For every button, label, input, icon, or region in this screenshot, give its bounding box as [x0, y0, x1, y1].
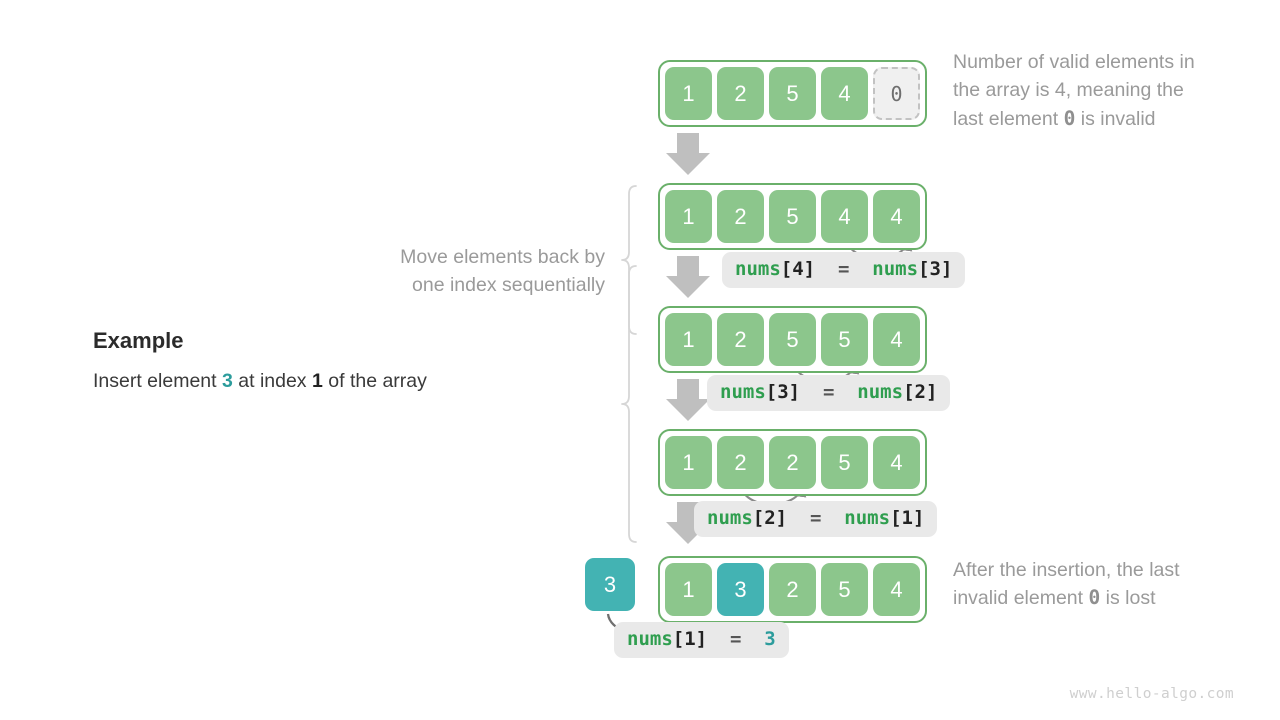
watermark: www.hello-algo.com	[1069, 686, 1234, 702]
example-prefix: Insert element	[93, 370, 222, 392]
note-bottom: After the insertion, the last invalid el…	[953, 556, 1265, 613]
code-rhs-var: nums	[872, 258, 919, 280]
array-cell: 2	[769, 436, 816, 489]
example-description: Insert element 3 at index 1 of the array	[93, 370, 427, 393]
note-top-line3-post: is invalid	[1075, 107, 1156, 130]
code-lhs-var: nums	[735, 258, 781, 280]
note-top: Number of valid elements in the array is…	[953, 48, 1263, 133]
array-cell: 4	[873, 436, 920, 489]
grouping-brace-icon	[621, 185, 637, 543]
array-cell: 2	[717, 190, 764, 243]
code-lhs-index: [2]	[752, 507, 788, 529]
array-cell: 4	[821, 190, 868, 243]
example-value: 3	[221, 370, 233, 392]
array-cell: 4	[873, 190, 920, 243]
note-top-line2: the array is 4, meaning the	[953, 79, 1184, 102]
code-operator: =	[707, 628, 765, 650]
note-bottom-mono-zero: 0	[1088, 586, 1101, 610]
example-index: 1	[311, 370, 323, 392]
code-nums4-eq-nums3: nums[4] = nums[3]	[722, 252, 966, 288]
array-cell: 4	[873, 563, 920, 616]
code-rhs-index: [3]	[918, 258, 953, 280]
array-cell: 5	[769, 190, 816, 243]
note-bottom-line2: invalid element 0 is lost	[953, 584, 1265, 612]
code-operator: =	[787, 507, 845, 529]
code-nums1-eq-3: nums[1] = 3	[614, 622, 789, 658]
code-lhs-var: nums	[720, 381, 766, 403]
brace-label-line2: one index sequentially	[412, 274, 605, 297]
array-cell: 1	[665, 190, 712, 243]
note-top-line3-pre: last element	[953, 107, 1064, 130]
array-cell: 4	[821, 67, 868, 120]
code-nums3-eq-nums2: nums[3] = nums[2]	[707, 375, 951, 411]
array-cell: 3	[717, 563, 764, 616]
array-cell: 1	[665, 436, 712, 489]
note-bottom-line2-post: is lost	[1100, 587, 1156, 610]
code-lhs-var: nums	[707, 507, 753, 529]
code-rhs-index: [2]	[903, 381, 938, 403]
array-cell: 5	[821, 313, 868, 366]
code-rhs-literal: 3	[764, 628, 776, 650]
note-top-mono-zero: 0	[1063, 106, 1076, 130]
array-cell: 1	[665, 313, 712, 366]
array-cell: 0	[873, 67, 920, 120]
code-operator: =	[800, 381, 858, 403]
array-cell: 5	[769, 313, 816, 366]
insert-value-box: 3	[585, 558, 635, 611]
example-suffix: of the array	[322, 370, 427, 392]
code-rhs-index: [1]	[890, 507, 925, 529]
brace-label-line1: Move elements back by	[400, 246, 605, 268]
array-cell: 1	[665, 67, 712, 120]
example-heading: Example	[93, 328, 184, 353]
array-cell: 2	[769, 563, 816, 616]
array-cell: 1	[665, 563, 712, 616]
code-lhs-index: [4]	[780, 258, 816, 280]
array-cell: 2	[717, 67, 764, 120]
code-operator: =	[815, 258, 873, 280]
code-nums2-eq-nums1: nums[2] = nums[1]	[694, 501, 938, 537]
note-bottom-line1: After the insertion, the last	[953, 559, 1180, 581]
array-cell: 2	[717, 313, 764, 366]
code-lhs-var: nums	[627, 628, 673, 650]
array-cell: 4	[873, 313, 920, 366]
code-lhs-index: [3]	[765, 381, 801, 403]
example-middle: at index	[232, 370, 312, 392]
array-cell: 5	[821, 563, 868, 616]
code-lhs-index: [1]	[672, 628, 708, 650]
note-top-line3: last element 0 is invalid	[953, 105, 1263, 133]
code-rhs-var: nums	[857, 381, 904, 403]
array-cell: 5	[769, 67, 816, 120]
array-cell: 5	[821, 436, 868, 489]
array-cell: 2	[717, 436, 764, 489]
note-top-line1: Number of valid elements in	[953, 51, 1195, 73]
note-bottom-line2-pre: invalid element	[953, 587, 1089, 610]
code-rhs-var: nums	[844, 507, 891, 529]
brace-label: Move elements back by one index sequenti…	[330, 243, 605, 300]
